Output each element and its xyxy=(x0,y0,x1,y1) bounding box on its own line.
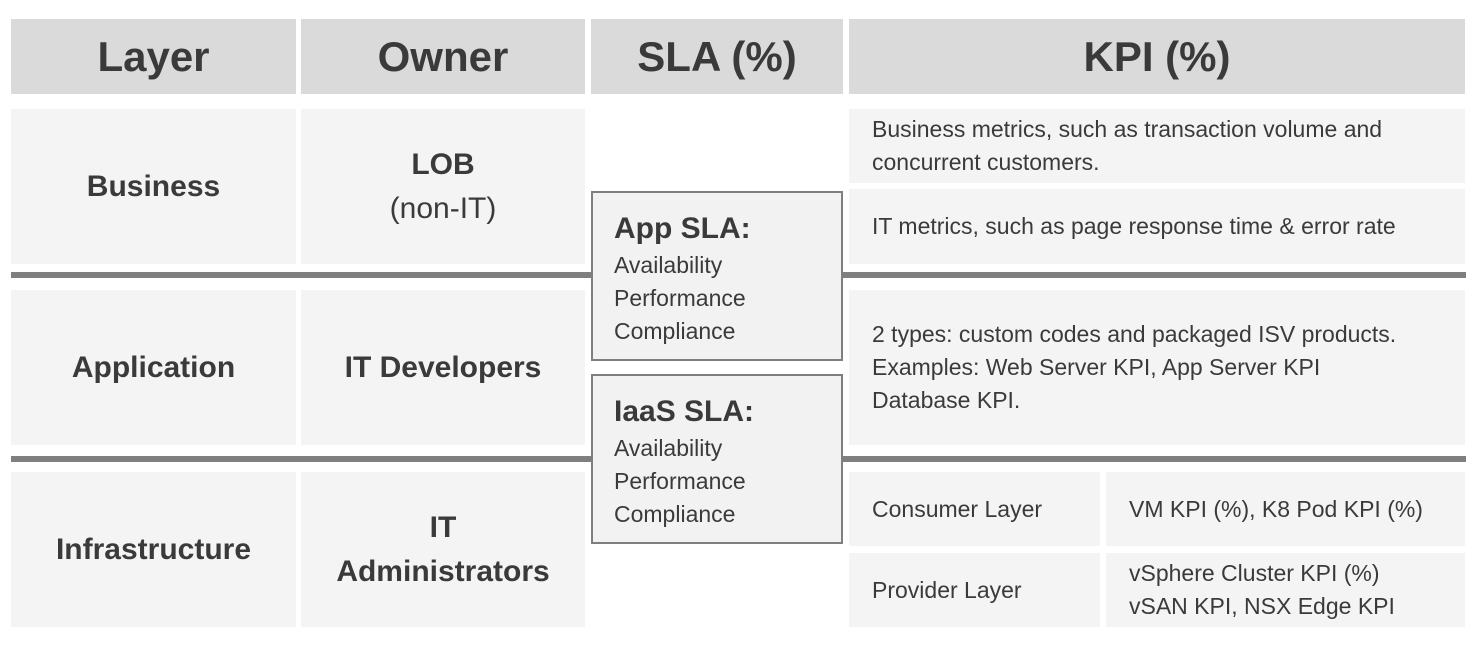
kpi-provider-layer-value: vSphere Cluster KPI (%) vSAN KPI, NSX Ed… xyxy=(1106,553,1465,627)
kpi-application: 2 types: custom codes and packaged ISV p… xyxy=(849,290,1465,445)
iaas-sla-box: IaaS SLA: Availability Performance Compl… xyxy=(591,374,843,544)
header-kpi: KPI (%) xyxy=(849,19,1465,94)
iaas-sla-title: IaaS SLA: xyxy=(614,395,755,428)
iaas-sla-item: Performance xyxy=(614,468,746,494)
kpi-business-metrics-text: Business metrics, such as transaction vo… xyxy=(872,116,1383,175)
kpi-application-line1: 2 types: custom codes and packaged ISV p… xyxy=(872,321,1397,347)
header-kpi-label: KPI (%) xyxy=(1083,32,1231,80)
header-sla: SLA (%) xyxy=(591,19,843,94)
app-sla-title: App SLA: xyxy=(614,212,751,245)
layer-business: Business xyxy=(11,109,296,264)
owner-application: IT Developers xyxy=(301,290,585,445)
owner-infrastructure: IT Administrators xyxy=(301,472,585,627)
layer-application-label: Application xyxy=(71,350,236,384)
header-layer-label: Layer xyxy=(97,32,210,80)
kpi-provider-layer-value-line2: vSAN KPI, NSX Edge KPI xyxy=(1129,593,1395,619)
kpi-business-metrics: Business metrics, such as transaction vo… xyxy=(849,109,1465,183)
layer-infrastructure-label: Infrastructure xyxy=(55,532,252,566)
kpi-consumer-layer-value-text: VM KPI (%), K8 Pod KPI (%) xyxy=(1129,495,1423,522)
app-sla-box: App SLA: Availability Performance Compli… xyxy=(591,191,843,361)
kpi-provider-layer-label-text: Provider Layer xyxy=(872,576,1022,603)
kpi-consumer-layer-label: Consumer Layer xyxy=(849,472,1100,546)
header-owner: Owner xyxy=(301,19,585,94)
layer-infrastructure: Infrastructure xyxy=(11,472,296,627)
app-sla-item: Availability xyxy=(614,252,723,278)
owner-infrastructure-line2: Administrators xyxy=(336,554,550,588)
iaas-sla-item: Availability xyxy=(614,435,723,461)
kpi-provider-layer-value-line1: vSphere Cluster KPI (%) xyxy=(1129,560,1380,586)
kpi-application-line3: Database KPI. xyxy=(872,387,1021,413)
iaas-sla-item: Compliance xyxy=(614,501,736,527)
kpi-consumer-layer-label-text: Consumer Layer xyxy=(872,495,1043,522)
owner-infrastructure-line1: IT xyxy=(429,510,457,544)
kpi-provider-layer-label: Provider Layer xyxy=(849,553,1100,627)
kpi-consumer-layer-value: VM KPI (%), K8 Pod KPI (%) xyxy=(1106,472,1465,546)
header-owner-label: Owner xyxy=(377,32,509,80)
kpi-it-metrics: IT metrics, such as page response time &… xyxy=(849,189,1465,264)
header-layer: Layer xyxy=(11,19,296,94)
kpi-it-metrics-text: IT metrics, such as page response time &… xyxy=(872,213,1396,239)
owner-business-line2: (non-IT) xyxy=(389,191,497,225)
layer-business-label: Business xyxy=(86,169,221,203)
owner-business: LOB (non-IT) xyxy=(301,109,585,264)
owner-business-line1: LOB xyxy=(411,147,475,181)
app-sla-item: Performance xyxy=(614,285,746,311)
owner-application-label: IT Developers xyxy=(344,350,542,384)
layer-application: Application xyxy=(11,290,296,445)
kpi-application-line2: Examples: Web Server KPI, App Server KPI xyxy=(872,354,1321,380)
header-sla-label: SLA (%) xyxy=(637,32,797,80)
app-sla-item: Compliance xyxy=(614,318,736,344)
